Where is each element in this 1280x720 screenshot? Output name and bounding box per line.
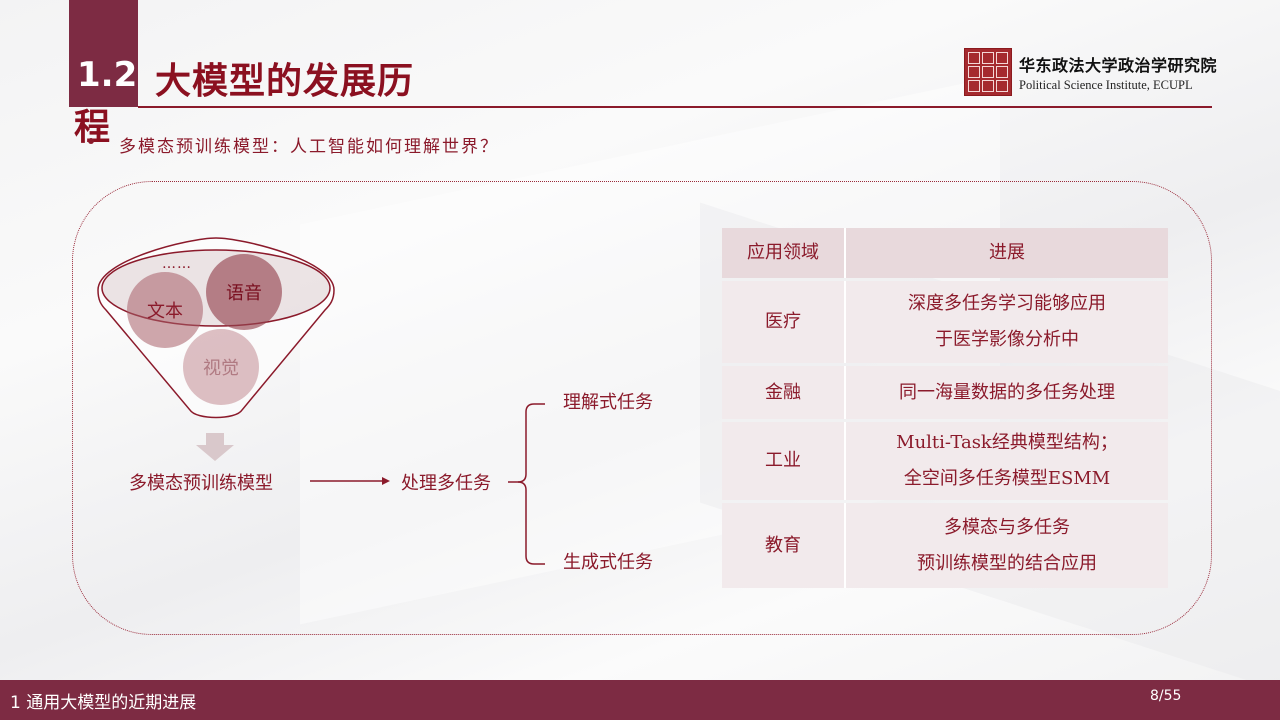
table-header-row: 应用领域 进展: [722, 228, 1168, 278]
input-text-circle: 文本: [127, 272, 203, 348]
section-number-block: [69, 0, 138, 107]
bullet-icon: [88, 138, 94, 144]
understanding-task-label: 理解式任务: [563, 392, 653, 413]
institution-name-cn: 华东政法大学政治学研究院: [1019, 56, 1218, 75]
title-divider: [138, 106, 1212, 108]
progress-line: 全空间多任务模型ESMM: [903, 468, 1111, 489]
table-row: 金融 同一海量数据的多任务处理: [722, 366, 1168, 419]
domain-cell: 医疗: [722, 281, 846, 363]
input-voice-circle: 语音: [206, 254, 282, 330]
input-vision-circle: 视觉: [183, 329, 259, 405]
header-progress: 进展: [846, 228, 1168, 278]
header-domain: 应用领域: [722, 228, 846, 278]
progress-line: 于医学影像分析中: [935, 329, 1079, 350]
more-inputs-ellipsis: ……: [162, 256, 192, 272]
progress-line: 多模态与多任务: [944, 516, 1070, 538]
progress-cell: 同一海量数据的多任务处理: [846, 366, 1168, 419]
progress-line: 深度多任务学习能够应用: [908, 293, 1106, 314]
institution-name-en: Political Science Institute, ECUPL: [1019, 78, 1193, 92]
generation-task-label: 生成式任务: [563, 552, 653, 573]
down-arrow-icon: [196, 433, 234, 461]
footer-section-title: 1 通用大模型的近期进展: [10, 693, 197, 713]
domain-cell: 金融: [722, 366, 846, 419]
page-title: 大模型的发展历: [155, 61, 415, 102]
subtitle: 多模态预训练模型：人工智能如何理解世界？: [119, 137, 499, 157]
section-number: 1.2: [77, 55, 138, 95]
page-number: 8/55: [1150, 688, 1182, 704]
table-row: 教育 多模态与多任务 预训练模型的结合应用: [722, 503, 1168, 588]
multi-task-label: 处理多任务: [401, 473, 491, 494]
progress-line: 同一海量数据的多任务处理: [899, 381, 1115, 403]
progress-cell: 多模态与多任务 预训练模型的结合应用: [846, 503, 1168, 588]
progress-cell: Multi-Task经典模型结构； 全空间多任务模型ESMM: [846, 422, 1168, 500]
progress-line: Multi-Task经典模型结构；: [896, 432, 1118, 453]
progress-line: 预训练模型的结合应用: [917, 552, 1097, 574]
footer-bar: [0, 680, 1280, 720]
table-row: 医疗 深度多任务学习能够应用 于医学影像分析中: [722, 281, 1168, 363]
institution-seal-logo: [964, 48, 1012, 96]
domain-cell: 工业: [722, 422, 846, 500]
table-row: 工业 Multi-Task经典模型结构； 全空间多任务模型ESMM: [722, 422, 1168, 500]
application-table: 应用领域 进展 医疗 深度多任务学习能够应用 于医学影像分析中 金融 同一海量数…: [722, 225, 1168, 591]
progress-cell: 深度多任务学习能够应用 于医学影像分析中: [846, 281, 1168, 363]
domain-cell: 教育: [722, 503, 846, 588]
content-frame: [72, 181, 1212, 635]
multimodal-model-label: 多模态预训练模型: [129, 473, 273, 494]
